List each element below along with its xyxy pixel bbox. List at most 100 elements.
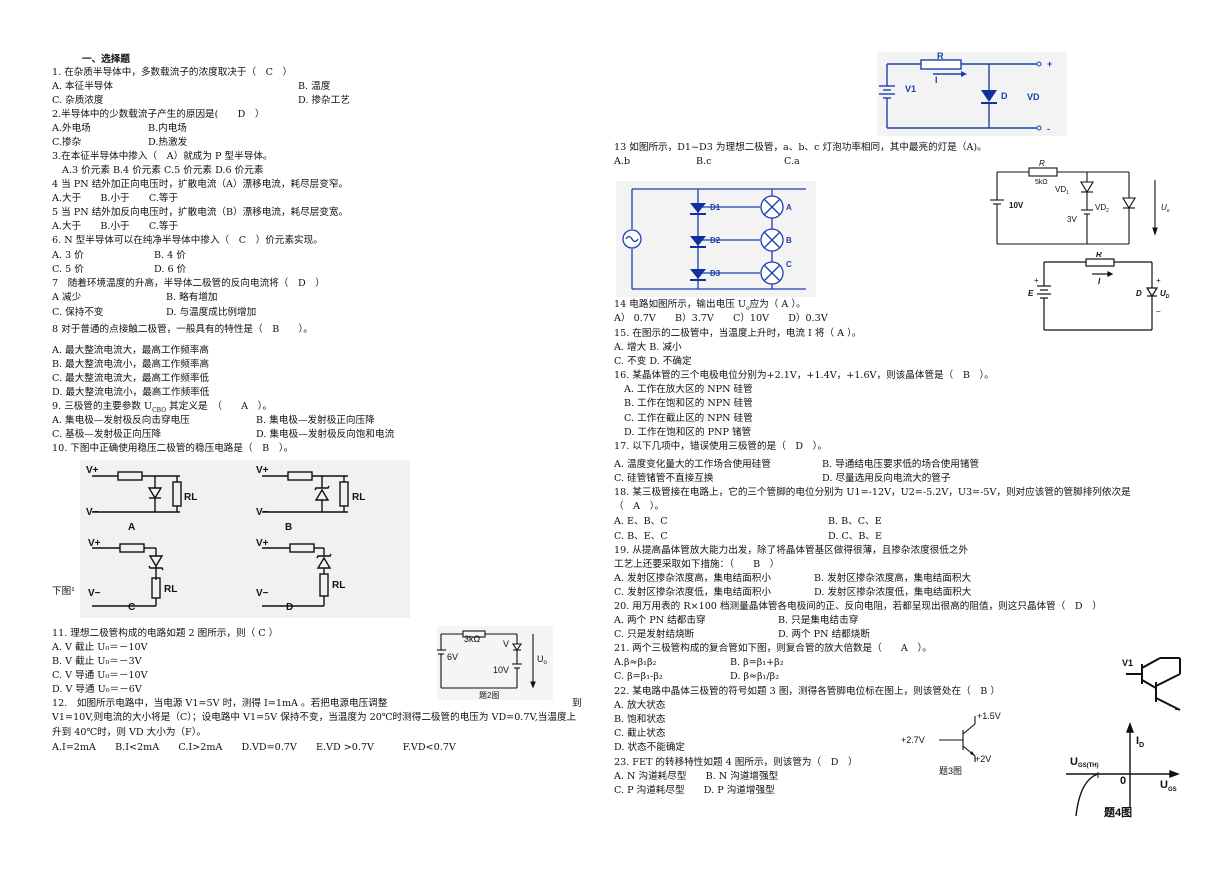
svg-text:I: I [1098,277,1101,286]
svg-text:R: R [1096,252,1102,259]
fig2-circuit: 3kΩ 6V V 10V Uo 题2图 [437,626,553,700]
svg-text:VD2: VD2 [1095,203,1109,214]
q17-d: D. 尽量选用反向电流大的管子 [822,473,951,484]
q21-c: C. β=β₁-β₂ [614,671,663,682]
q19-d: D. 发射区掺杂浓度低，集电结面积大 [814,587,972,598]
q6-c: C. 5 价 [52,264,84,275]
q8-a: A. 最大整流电流大，最高工作频率高 [52,345,209,356]
svg-text:E: E [1028,289,1034,298]
q23: 23. FET 的转移特性如题 4 图所示，则该管为（ D ） [614,757,858,768]
svg-text:D: D [1001,91,1008,101]
q2-c: C.掺杂 [52,137,82,148]
q12-line1: 12. 如图所示电路中，当电源 V1=5V 时，测得 I=1mA 。若把电源电压… [52,698,388,709]
q12-options: A.I=2mA B.I<2mA C.I>2mA D.VD=0.7V E.VD >… [52,742,456,753]
q7-c: C. 保持不变 [52,307,104,318]
q18-b: B. B、C、E [828,516,882,527]
svg-text:+2.7V: +2.7V [901,735,925,745]
q15-ab: A. 增大 B. 减小 [614,342,682,353]
q16-d: D. 工作在饱和区的 PNP 锗管 [624,427,752,438]
svg-text:V+: V+ [256,465,269,476]
svg-text:+1.5V: +1.5V [977,711,1001,721]
svg-text:D2: D2 [710,236,721,245]
q9-d: D. 集电极—发射极反向饱和电流 [256,429,395,440]
q13-c: C.a [784,156,800,167]
q19-line2: 工艺上还要采取如下措施：（ B ） [614,559,780,570]
svg-text:UGS: UGS [1160,779,1177,793]
q1: 1. 在杂质半导体中，多数载流子的浓度取决于（ C ） [52,67,293,78]
svg-text:UGS(TH): UGS(TH) [1070,756,1099,769]
svg-text:B: B [285,522,292,533]
svg-text:0: 0 [1120,775,1126,787]
q7-d: D. 与温度成比例增加 [166,307,257,318]
svg-text:D: D [286,602,293,613]
q23-ab: A. N 沟道耗尽型 B. N 沟道增强型 [614,771,779,782]
q15-cd: C. 不变 D. 不确定 [614,356,692,367]
svg-text:C: C [128,602,135,613]
q13-b: B.c [696,156,712,167]
q3: 3.在本征半导体中掺入（ A）就成为 P 型半导体。 [52,151,273,162]
q17-c: C. 硅管锗管不直接互换 [614,473,714,484]
svg-text:V+: V+ [256,538,269,549]
q21-a: A.β≈β₁β₂ [614,657,657,668]
q17-a: A. 温度变化量大的工作场合使用硅管 [614,459,771,470]
q10: 10. 下图中正确使用稳压二极管的稳压电路是（ B ）。 [52,443,294,454]
q16-c: C. 工作在截止区的 NPN 硅管 [624,413,753,424]
q11-d: D. V 导通 U₀＝－6V [52,684,142,695]
svg-text:V: V [503,639,509,649]
q13-a: A.b [614,156,631,167]
svg-text:V−: V− [256,588,269,599]
q23-cd: C. P 沟道耗尽型 D. P 沟道增强型 [614,785,775,796]
svg-text:题2图: 题2图 [479,691,499,700]
q6-d: D. 6 价 [154,264,187,275]
q2-a: A.外电场 [52,123,91,134]
q1-c: C. 杂质浓度 [52,95,104,106]
svg-text:D3: D3 [710,269,721,278]
q2-b: B.内电场 [148,123,187,134]
svg-text:C: C [786,260,792,269]
q19-line1: 19. 从提高晶体管放大能力出发，除了将晶体管基区做得很薄，且掺杂浓度很低之外 [614,545,969,556]
svg-text:VD1: VD1 [1055,185,1069,196]
svg-text:V−: V− [256,507,269,518]
svg-text:V1: V1 [1122,658,1133,668]
q19-b: B. 发射区掺杂浓度高，集电结面积大 [814,573,972,584]
q15-circuit-figure: R I E D UD ++− [1024,252,1174,336]
svg-text:RL: RL [332,580,345,591]
svg-text:V1: V1 [905,84,916,94]
svg-text:V−: V− [86,507,99,518]
svg-text:+: + [1034,276,1039,285]
svg-text:V−: V− [88,588,101,599]
q8-d: D. 最大整流电流小，最高工作频率低 [52,387,210,398]
q18-d: D. C、B、E [828,531,883,542]
q3-options: A.3 价元素 B.4 价元素 C.5 价元素 D.6 价元素 [62,165,264,176]
q9-b: B. 集电极—发射极正向压降 [256,415,375,426]
q17-b: B. 导通结电压要求低的场合使用锗管 [822,459,980,470]
fig4-fet-transfer-curve: ID UGS(TH) 0 UGS 题4图 [1060,718,1192,822]
svg-text:RL: RL [184,492,197,503]
q12-line1-end: 到 [572,698,582,709]
q12-line3: 升到 40℃时，则 VD 大小为（F）。 [52,727,207,738]
svg-text:题3图: 题3图 [939,766,962,776]
svg-text:6V: 6V [447,652,458,662]
svg-text:RL: RL [164,584,177,595]
q11: 11. 理想二极管构成的电路如题 2 图所示，则（ C ） [52,628,279,639]
fig3-transistor: +1.5V +2.7V +2V 题3图 [897,706,1029,778]
q2-d: D.热激发 [148,137,188,148]
q20-b: B. 只是集电结击穿 [778,615,859,626]
svg-text:题4图: 题4图 [1104,806,1132,819]
q5-options: A.大于 B.小于 C.等于 [52,221,179,232]
q12-line2: V1=10V,则电流的大小将是（C）；设电路中 V1=5V 保持不变，当温度为 … [52,712,577,723]
q18-c: C. B、E、C [614,531,668,542]
q9: 9. 三极管的主要参数 UCBO 其定义是 （ A ）。 [52,401,273,414]
svg-text:V+: V+ [86,465,99,476]
svg-text:B: B [786,236,792,245]
q7: 7 随着环境温度的升高，半导体二极管的反向电流将（ D ） [52,278,325,289]
svg-text:R: R [1039,160,1045,168]
svg-text:+: + [1047,59,1052,69]
q10-circuits-figure: V+ V− RL A V+ V− RL B V+ V− RL C V+ V− R… [80,460,410,618]
svg-text:−: − [1156,307,1161,316]
q15: 15. 在图示的二极管中，当温度上升时，电流 I 将（ A ）。 [614,328,862,339]
q21-darlington-figure: V1 [1120,650,1194,712]
q4-options: A.大于 B.小于 C.等于 [52,193,179,204]
q8: 8 对于普通的点接触二极管，一般具有的特性是（ B ）。 [52,324,313,335]
svg-text:UD: UD [1160,289,1170,300]
